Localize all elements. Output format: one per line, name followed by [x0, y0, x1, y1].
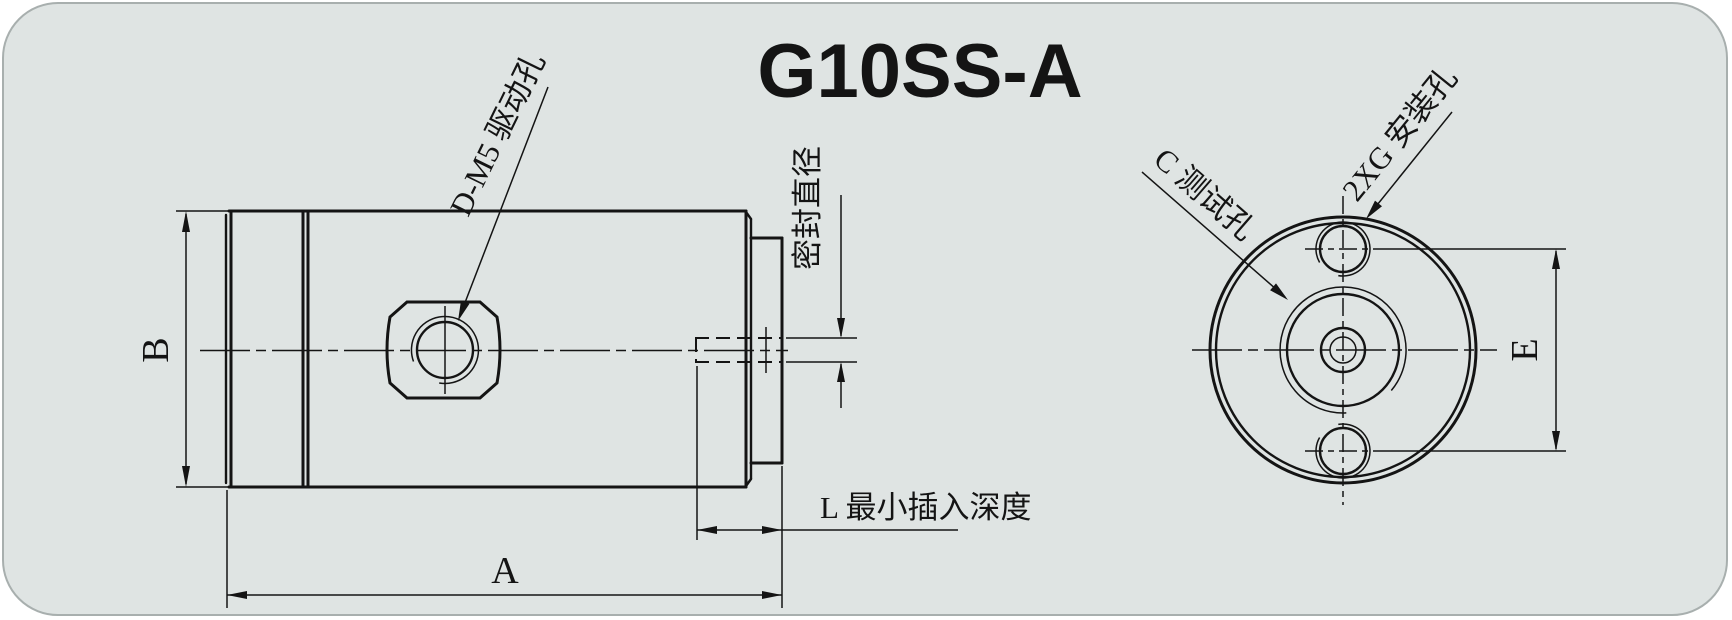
seal-diameter-label: 密封直径	[790, 146, 825, 270]
dimension-seal-diameter: 密封直径	[786, 146, 857, 408]
mounting-holes-callout: 2XG 安装孔	[1335, 60, 1464, 219]
hidden-bore-lines	[695, 337, 783, 363]
drive-hole-label: D-M5 驱动孔	[443, 47, 552, 221]
min-insertion-label: L 最小插入深度	[820, 490, 1032, 525]
leader-arrow-icon	[1366, 200, 1382, 219]
side-view: D-M5 驱动孔 B 密封直径	[135, 47, 1032, 608]
dim-e-label: E	[1504, 338, 1546, 361]
leader-arrow-icon	[1270, 283, 1288, 300]
end-view: C 测试孔 2XG 安装孔 E	[1141, 60, 1566, 505]
dimension-l: L 最小插入深度	[696, 366, 1032, 608]
dimension-a: A	[226, 490, 782, 608]
mounting-holes-label: 2XG 安装孔	[1335, 60, 1464, 207]
drive-hole-callout: D-M5 驱动孔	[443, 47, 552, 321]
test-hole-label: C 测试孔	[1147, 141, 1262, 247]
cylinder-body-outline	[224, 209, 784, 489]
dim-a-label: A	[491, 550, 519, 592]
page-title: G10SS-A	[757, 29, 1082, 114]
dim-b-label: B	[135, 337, 177, 362]
dimension-e: E	[1380, 248, 1566, 452]
dimension-b: B	[135, 210, 229, 488]
test-hole-callout: C 测试孔	[1141, 141, 1288, 300]
leader-arrow-icon	[458, 300, 470, 321]
